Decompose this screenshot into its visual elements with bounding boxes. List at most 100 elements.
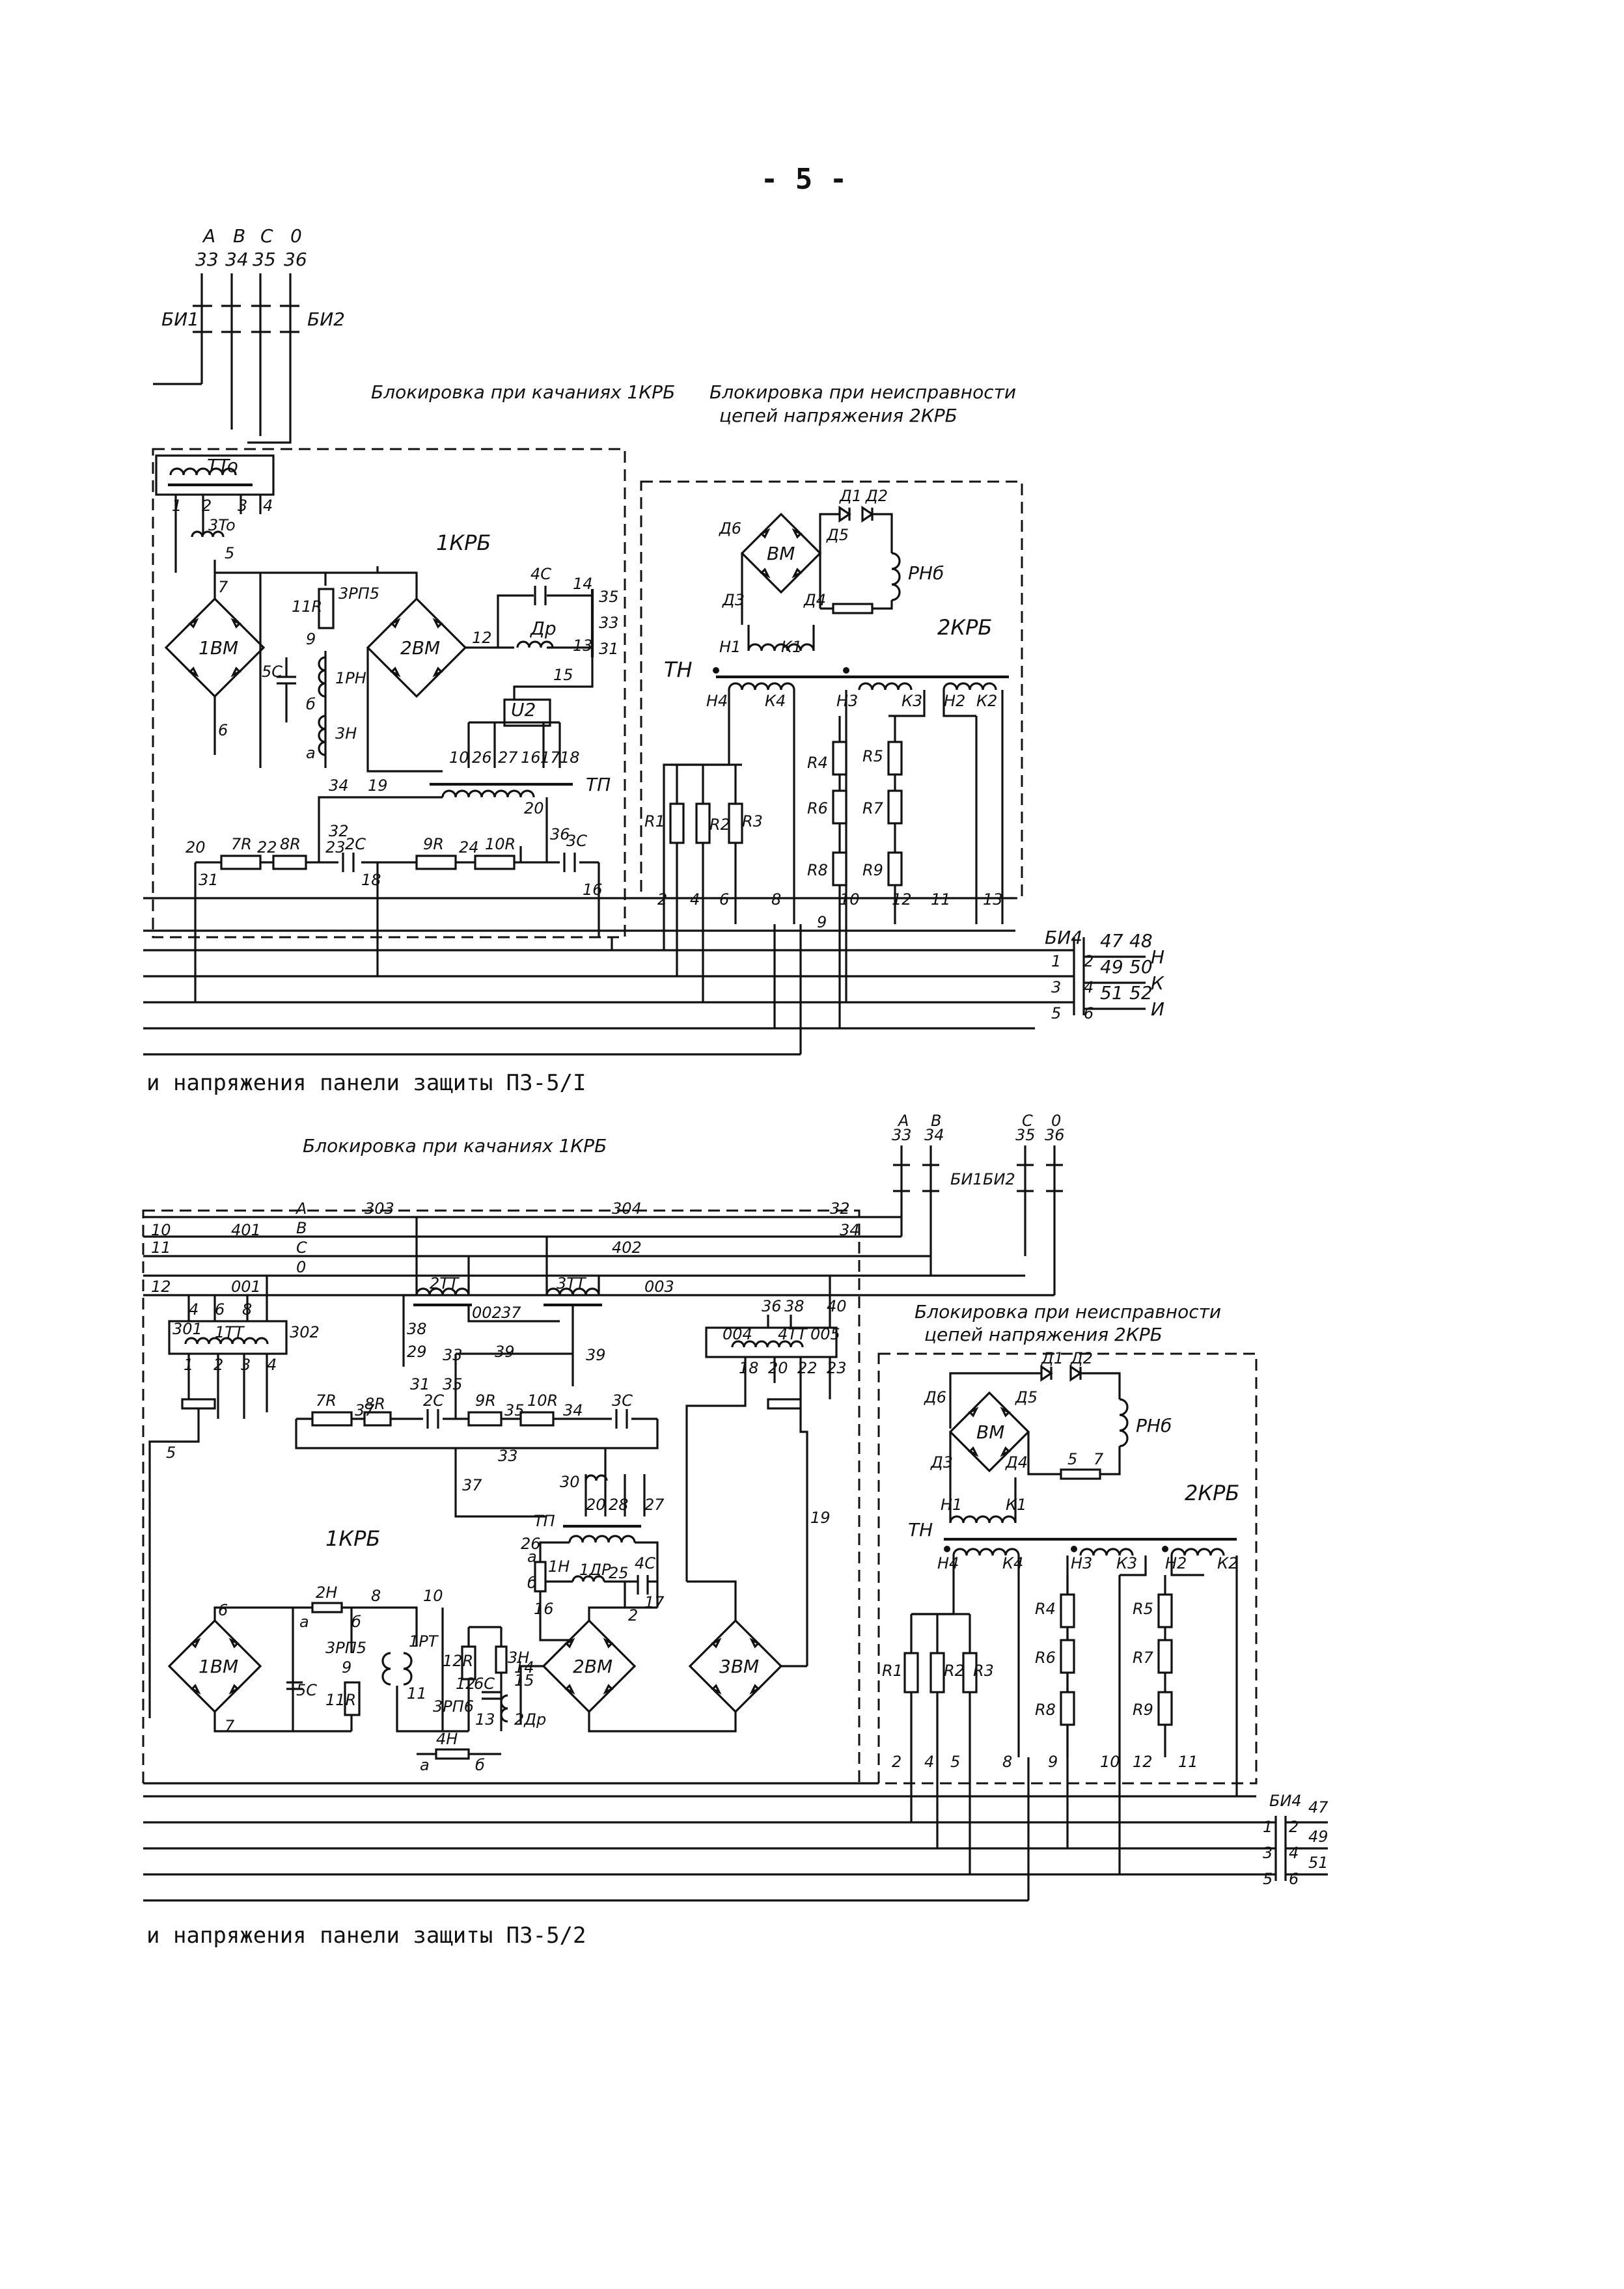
svg-text:4: 4	[690, 890, 700, 909]
svg-text:302: 302	[290, 1323, 320, 1341]
svg-text:2C: 2C	[423, 1391, 444, 1410]
svg-text:2: 2	[892, 1753, 901, 1771]
svg-text:11: 11	[1178, 1753, 1198, 1771]
svg-text:Н2: Н2	[944, 692, 965, 710]
svg-text:20: 20	[768, 1359, 788, 1377]
svg-text:7: 7	[1094, 1450, 1104, 1468]
svg-text:1ДР: 1ДР	[579, 1561, 611, 1579]
svg-text:33: 33	[443, 1346, 463, 1364]
svg-text:19: 19	[810, 1509, 831, 1527]
svg-text:304: 304	[612, 1199, 642, 1218]
caption-2: и напряжения панели защиты ПЗ-5/2	[146, 1923, 586, 1949]
svg-text:1: 1	[172, 497, 182, 515]
svg-text:2ТТ: 2ТТ	[430, 1274, 460, 1293]
svg-text:R3: R3	[742, 812, 763, 830]
svg-text:РНб: РНб	[908, 562, 944, 584]
svg-text:37: 37	[355, 1401, 375, 1419]
svg-text:7R: 7R	[231, 835, 252, 853]
svg-text:а: а	[299, 1613, 309, 1631]
svg-text:ВМ: ВМ	[767, 543, 795, 564]
svg-text:33: 33	[498, 1447, 518, 1465]
svg-text:R1: R1	[882, 1662, 903, 1680]
bi2-label: БИ2	[307, 308, 345, 330]
page-number: - 5 -	[760, 163, 847, 196]
svg-text:36: 36	[762, 1297, 782, 1315]
svg-text:БИ4: БИ4	[1045, 927, 1082, 948]
svg-text:34: 34	[840, 1221, 860, 1239]
svg-text:R5: R5	[1133, 1600, 1153, 1618]
svg-text:22: 22	[257, 838, 277, 857]
bi1-label: БИ1	[161, 308, 199, 330]
svg-text:R9: R9	[1133, 1701, 1153, 1719]
svg-text:5C: 5C	[296, 1681, 317, 1699]
block-title-right-2b: цепей напряжения 2КРБ	[924, 1324, 1163, 1345]
svg-text:7R: 7R	[316, 1391, 337, 1410]
svg-text:48: 48	[1129, 930, 1153, 952]
svg-text:29: 29	[407, 1343, 427, 1361]
svg-text:11R: 11R	[325, 1691, 356, 1709]
svg-text:К2: К2	[1217, 1554, 1238, 1572]
krb2-label-2: 2КРБ	[1185, 1481, 1239, 1505]
svg-text:8: 8	[771, 890, 781, 909]
phase-c-label: C	[260, 225, 273, 247]
svg-text:R4: R4	[807, 754, 828, 772]
svg-text:3ТТ: 3ТТ	[557, 1274, 587, 1293]
svg-text:5: 5	[1263, 1870, 1273, 1888]
svg-text:Д5: Д5	[826, 526, 849, 544]
relay-column-1: 11R 5C 1РН 3Н 3РП5 9ба	[259, 566, 379, 768]
svg-text:6: 6	[218, 1601, 228, 1619]
svg-text:2: 2	[213, 1356, 223, 1374]
svg-text:36: 36	[1045, 1126, 1065, 1144]
svg-text:10R: 10R	[527, 1391, 558, 1410]
svg-text:3Н: 3Н	[335, 724, 357, 743]
svg-text:R1: R1	[644, 812, 665, 830]
svg-text:Д2: Д2	[1070, 1349, 1093, 1367]
svg-text:25: 25	[609, 1564, 629, 1582]
svg-text:C: C	[1022, 1112, 1033, 1130]
svg-text:5: 5	[225, 544, 234, 562]
svg-text:5: 5	[1067, 1450, 1077, 1468]
svg-text:7: 7	[225, 1717, 235, 1735]
svg-text:К3: К3	[1116, 1554, 1137, 1572]
svg-text:Д2: Д2	[865, 487, 888, 505]
svg-text:1Н: 1Н	[548, 1557, 570, 1576]
svg-text:Н1: Н1	[719, 638, 741, 656]
svg-text:26: 26	[472, 748, 492, 767]
svg-text:4: 4	[1289, 1844, 1299, 1862]
svg-text:18: 18	[739, 1359, 759, 1377]
svg-text:Д3: Д3	[722, 591, 745, 609]
svg-text:БИ4: БИ4	[1269, 1792, 1302, 1810]
svg-text:47: 47	[1100, 930, 1123, 952]
bridge-1vm-1: 1ВМ 76	[164, 560, 266, 755]
svg-text:14: 14	[514, 1658, 534, 1677]
svg-text:R7: R7	[1133, 1649, 1154, 1667]
svg-text:8: 8	[242, 1300, 252, 1319]
svg-text:12: 12	[151, 1278, 171, 1296]
svg-text:R6: R6	[1035, 1649, 1056, 1667]
svg-text:31: 31	[199, 871, 219, 889]
svg-text:35: 35	[443, 1375, 463, 1393]
svg-text:1РН: 1РН	[335, 669, 366, 687]
svg-text:1РТ: 1РТ	[409, 1632, 439, 1651]
svg-text:6: 6	[218, 721, 228, 739]
svg-text:13: 13	[573, 637, 593, 655]
svg-text:16: 16	[521, 748, 541, 767]
svg-text:31: 31	[599, 640, 619, 658]
svg-text:1: 1	[1263, 1818, 1273, 1836]
svg-text:3C: 3C	[566, 832, 587, 850]
svg-text:51: 51	[1100, 982, 1123, 1004]
svg-text:ТН: ТН	[908, 1519, 933, 1541]
svg-text:2ВМ: 2ВМ	[573, 1656, 612, 1677]
block-title-right-1a: Блокировка при неисправности	[709, 381, 1016, 403]
svg-text:12R: 12R	[443, 1652, 473, 1670]
svg-text:0: 0	[296, 1258, 306, 1276]
svg-text:И: И	[1151, 998, 1164, 1020]
svg-text:32: 32	[329, 822, 349, 840]
terminal-34: 34	[225, 249, 249, 270]
svg-text:3: 3	[1263, 1844, 1273, 1862]
